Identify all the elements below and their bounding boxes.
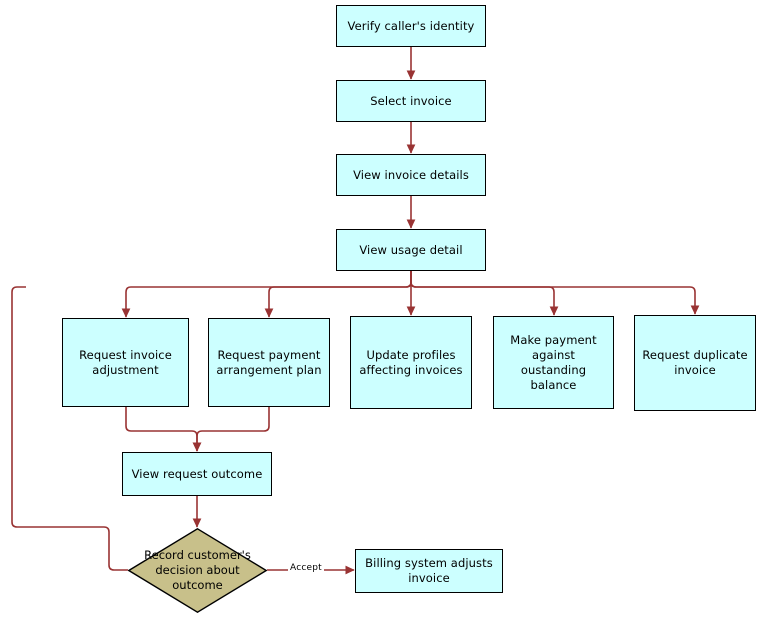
diamond-shape bbox=[128, 528, 267, 613]
node-view-invoice-details[interactable]: View invoice details bbox=[336, 154, 486, 196]
node-view-request-outcome[interactable]: View request outcome bbox=[122, 452, 272, 496]
edge-viewusage-to-makepayment bbox=[410, 271, 559, 316]
node-label: View invoice details bbox=[353, 167, 469, 182]
edge-record-to-viewusage-loopback bbox=[11, 286, 128, 571]
node-label: Make payment against oustanding balance bbox=[510, 332, 597, 392]
node-label: View request outcome bbox=[131, 466, 263, 481]
node-label: Billing system adjusts invoice bbox=[365, 556, 493, 585]
node-label: Request duplicate invoice bbox=[642, 348, 748, 377]
node-label: Select invoice bbox=[370, 93, 452, 108]
node-record-customers-decision-about-outcome[interactable]: Record customer's decision about outcome bbox=[128, 528, 267, 613]
node-verify-callers-identity[interactable]: Verify caller's identity bbox=[336, 5, 486, 47]
node-label: Verify caller's identity bbox=[347, 18, 475, 33]
node-billing-system-adjusts-invoice[interactable]: Billing system adjusts invoice bbox=[355, 549, 503, 593]
node-label: Request invoice adjustment bbox=[79, 347, 172, 377]
edge-reqadjust-to-viewoutcome bbox=[125, 407, 202, 452]
node-label: Record customer's decision about outcome bbox=[144, 548, 251, 592]
node-label: Request payment arrangement plan bbox=[216, 347, 322, 377]
edge-viewusage-to-reqduplicate bbox=[410, 271, 700, 315]
node-view-usage-detail[interactable]: View usage detail bbox=[336, 229, 486, 271]
edge-label-accept: Accept bbox=[288, 563, 324, 574]
node-make-payment-against-outstanding-balance[interactable]: Make payment against oustanding balance bbox=[493, 316, 614, 409]
node-request-payment-arrangement-plan[interactable]: Request payment arrangement plan bbox=[208, 318, 330, 407]
node-label: View usage detail bbox=[359, 242, 463, 257]
node-label: Update profiles affecting invoices bbox=[359, 347, 463, 377]
node-request-invoice-adjustment[interactable]: Request invoice adjustment bbox=[62, 318, 189, 407]
edge-reqplan-to-viewoutcome bbox=[192, 407, 270, 452]
node-select-invoice[interactable]: Select invoice bbox=[336, 80, 486, 122]
edge-viewusage-to-reqplan bbox=[264, 271, 412, 318]
node-update-profiles-affecting-invoices[interactable]: Update profiles affecting invoices bbox=[350, 316, 472, 409]
node-request-duplicate-invoice[interactable]: Request duplicate invoice bbox=[634, 315, 756, 411]
